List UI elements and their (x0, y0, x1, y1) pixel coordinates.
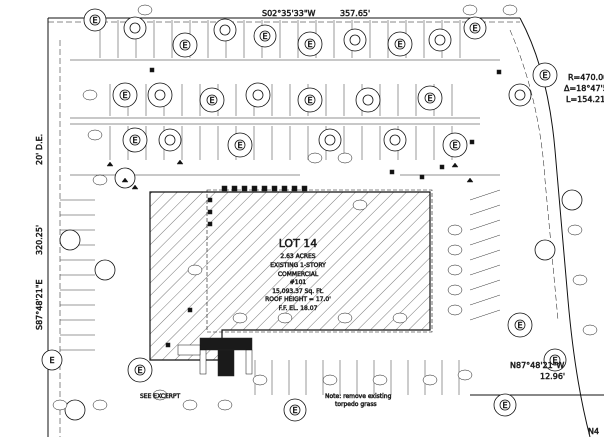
svg-text:E: E (307, 40, 312, 49)
svg-text:E: E (182, 41, 187, 50)
tree-icon (463, 16, 487, 40)
tree-icon (493, 393, 517, 417)
tree-icon (199, 87, 225, 113)
parking-lot: E E E E E E E E E E E E E E E E E E E E S02°35'33"W 3… (35, 4, 604, 437)
tree-icon (94, 259, 116, 281)
tree-icon (383, 128, 407, 152)
svg-text:E: E (307, 96, 312, 105)
tree-icon (507, 312, 533, 338)
tree-icon (297, 87, 323, 113)
svg-text:E: E (517, 321, 522, 330)
svg-text:E: E (552, 356, 557, 365)
tree-icon (245, 82, 271, 108)
tree-icon (213, 18, 237, 42)
lot-number: #101 (290, 279, 307, 286)
west-distance: 320.25' (35, 225, 44, 255)
tree-icon (172, 32, 198, 58)
tree-icon (534, 239, 556, 261)
tree-icon (355, 87, 381, 113)
tree-icon (561, 189, 583, 211)
see-excerpt-label: SEE EXCERPT (140, 393, 181, 400)
svg-text:E: E (237, 141, 242, 150)
note-line-1: Note: remove existing (325, 393, 392, 400)
tree-icon (318, 128, 342, 152)
svg-text:E: E (262, 32, 267, 41)
tree-icon (122, 127, 148, 153)
tree-icon (428, 28, 452, 52)
lot-label: LOT 14 (279, 237, 318, 250)
curve-length: L=154.21 (566, 95, 604, 104)
tree-icon (543, 348, 567, 372)
lot-acres: 2.63 ACRES (280, 253, 315, 260)
west-bearing: S87°48'21"E (35, 279, 44, 330)
tree-icon (442, 132, 468, 158)
survey-annotations: S02°35'33"W 357.65' S87°48'21"E 320.25' … (35, 9, 604, 437)
tree-icon (127, 357, 153, 383)
tree-icon (227, 132, 253, 158)
tree-icon (112, 82, 138, 108)
building-footprint (149, 189, 433, 361)
tree-icon (532, 62, 558, 88)
svg-text:E: E (452, 141, 457, 150)
svg-text:E: E (397, 40, 402, 49)
easement-label: 20' D.E. (35, 134, 44, 165)
tree-icon (253, 24, 277, 48)
dumpster-enclosure (177, 337, 253, 377)
tree-icon (417, 85, 443, 111)
existing-trees (41, 8, 583, 422)
tree-icon (387, 31, 413, 57)
lot-use-1: EXISTING 1-STORY (270, 262, 326, 269)
north-bearing: S02°35'33"W (262, 9, 315, 18)
lot-ffe: F.F. EL. 18.07 (279, 305, 318, 312)
tree-icon (343, 28, 367, 52)
tree-icon (158, 128, 182, 152)
tree-icon (297, 31, 323, 57)
tree-icon (41, 349, 63, 371)
svg-text:E: E (542, 71, 547, 80)
svg-text:E: E (49, 356, 54, 365)
curve-radius: R=470.00 (568, 73, 604, 82)
svg-text:E: E (472, 24, 477, 33)
svg-text:E: E (122, 91, 127, 100)
svg-text:E: E (92, 16, 97, 25)
tree-icon (508, 83, 532, 107)
lot-roof: ROOF HEIGHT = 17.0' (265, 296, 331, 303)
svg-text:E: E (427, 94, 432, 103)
tree-icon (59, 229, 81, 251)
tree-icon (83, 8, 107, 32)
lot-use-2: COMMERCIAL (278, 271, 319, 278)
curve-delta: Δ=18°47'55" (564, 84, 604, 93)
tree-labels: E E E E E E E E E E E E E E E E E E E E (49, 16, 558, 416)
plant-callouts (52, 4, 598, 411)
svg-text:E: E (502, 401, 507, 410)
lot-info: LOT 14 2.63 ACRES EXISTING 1-STORY COMME… (265, 237, 332, 313)
storefront-markers (207, 185, 308, 227)
note-line-2: torpedo grass (335, 401, 377, 408)
north-distance: 357.65' (340, 9, 370, 18)
east-bearing: N87°48'21"W (510, 361, 564, 370)
svg-text:E: E (132, 136, 137, 145)
lot-area: 15,093.37 Sq. Ft. (272, 288, 324, 295)
east-distance: 12.96' (540, 372, 565, 381)
tree-icon (147, 82, 173, 108)
tree-icon (64, 399, 86, 421)
svg-text:E: E (137, 366, 142, 375)
site-symbols (106, 67, 502, 348)
svg-text:E: E (292, 406, 297, 415)
tree-icon (123, 16, 147, 40)
svg-text:E: E (209, 96, 214, 105)
se-bearing: N4 (588, 427, 599, 436)
tree-icon (283, 398, 307, 422)
plan-notes: SEE EXCERPT Note: remove existing torped… (140, 393, 392, 409)
